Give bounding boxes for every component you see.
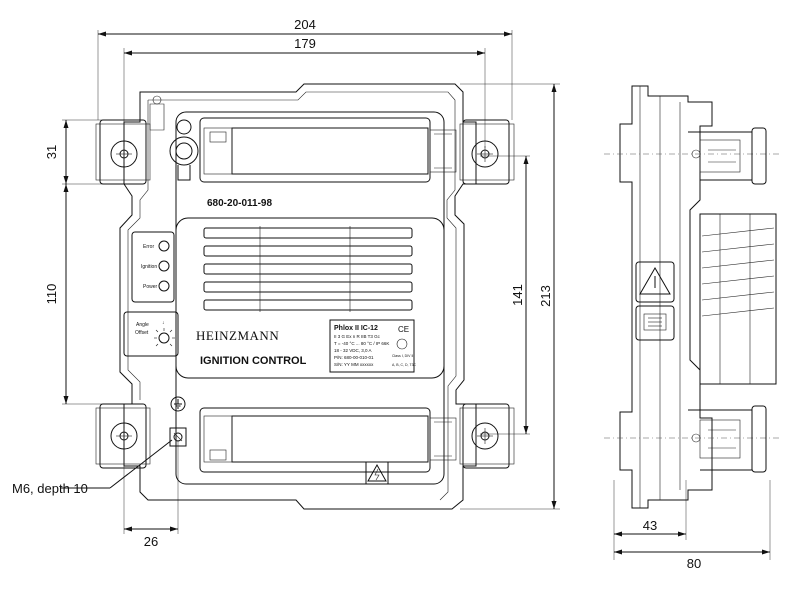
dim-right-span: 141	[510, 284, 525, 306]
dim-width-overall: 204	[294, 17, 316, 32]
svg-text:Error: Error	[143, 244, 154, 250]
ce-mark: CE	[398, 325, 409, 334]
rating-label	[329, 319, 415, 373]
indicator-power: Power	[143, 280, 170, 292]
svg-text:T = -40 °C ... 80 °C / IP 66K: T = -40 °C ... 80 °C / IP 66K	[334, 341, 389, 346]
svg-text:A, B, C, D, T3C: A, B, C, D, T3C	[392, 363, 417, 367]
indicator-ignition: Ignition	[141, 260, 170, 272]
offset-label: Offset	[135, 330, 149, 336]
heatsink-fins	[203, 226, 413, 312]
side-symbol-icon	[635, 305, 675, 341]
angle-label: Angle	[136, 322, 149, 328]
dim-left-span: 110	[44, 284, 59, 305]
dim-width-holes: 179	[294, 36, 316, 51]
brand-heinzmann: HEINZMANN	[196, 328, 279, 343]
front-view: Error Ignition Power Angle Offset ↓ 680-…	[95, 83, 515, 510]
warning-icon	[365, 461, 389, 485]
svg-text:18 - 32 VDC, 3,0 A: 18 - 32 VDC, 3,0 A	[334, 348, 372, 353]
part-number: 680-20-011-98	[207, 198, 272, 209]
side-view: 43 80	[604, 85, 780, 571]
svg-text:Class I, DIV II: Class I, DIV II	[392, 354, 413, 358]
angle-offset-icon	[158, 332, 170, 344]
dim-bottom-offset: 26	[144, 534, 158, 549]
svg-text:Power: Power	[143, 284, 158, 290]
indicator-error: Error	[143, 240, 170, 252]
dim-height-overall: 213	[538, 285, 553, 307]
svg-text:S/N: YY MM xxxxxx: S/N: YY MM xxxxxx	[334, 362, 374, 367]
svg-text:Phlox II IC-12: Phlox II IC-12	[334, 325, 378, 332]
dim-side-overall: 80	[687, 556, 701, 571]
angle-knob-icon	[169, 136, 199, 166]
dimension-lines	[60, 30, 560, 534]
thread-annotation: M6, depth 10	[12, 481, 88, 496]
svg-text:II 3 G Ex n R IIB T3 Gc: II 3 G Ex n R IIB T3 Gc	[334, 334, 381, 339]
ground-icon	[170, 396, 186, 412]
svg-text:Ignition: Ignition	[141, 264, 157, 270]
dim-left-offset: 31	[44, 145, 59, 159]
svg-text:P/N: 680-00-010-01: P/N: 680-00-010-01	[334, 355, 374, 360]
dim-side-depth: 43	[643, 518, 657, 533]
side-warning-icon	[635, 261, 675, 303]
svg-text:↓: ↓	[162, 320, 165, 326]
ground-stud-icon	[169, 427, 187, 447]
product-name: IGNITION CONTROL	[200, 355, 307, 367]
